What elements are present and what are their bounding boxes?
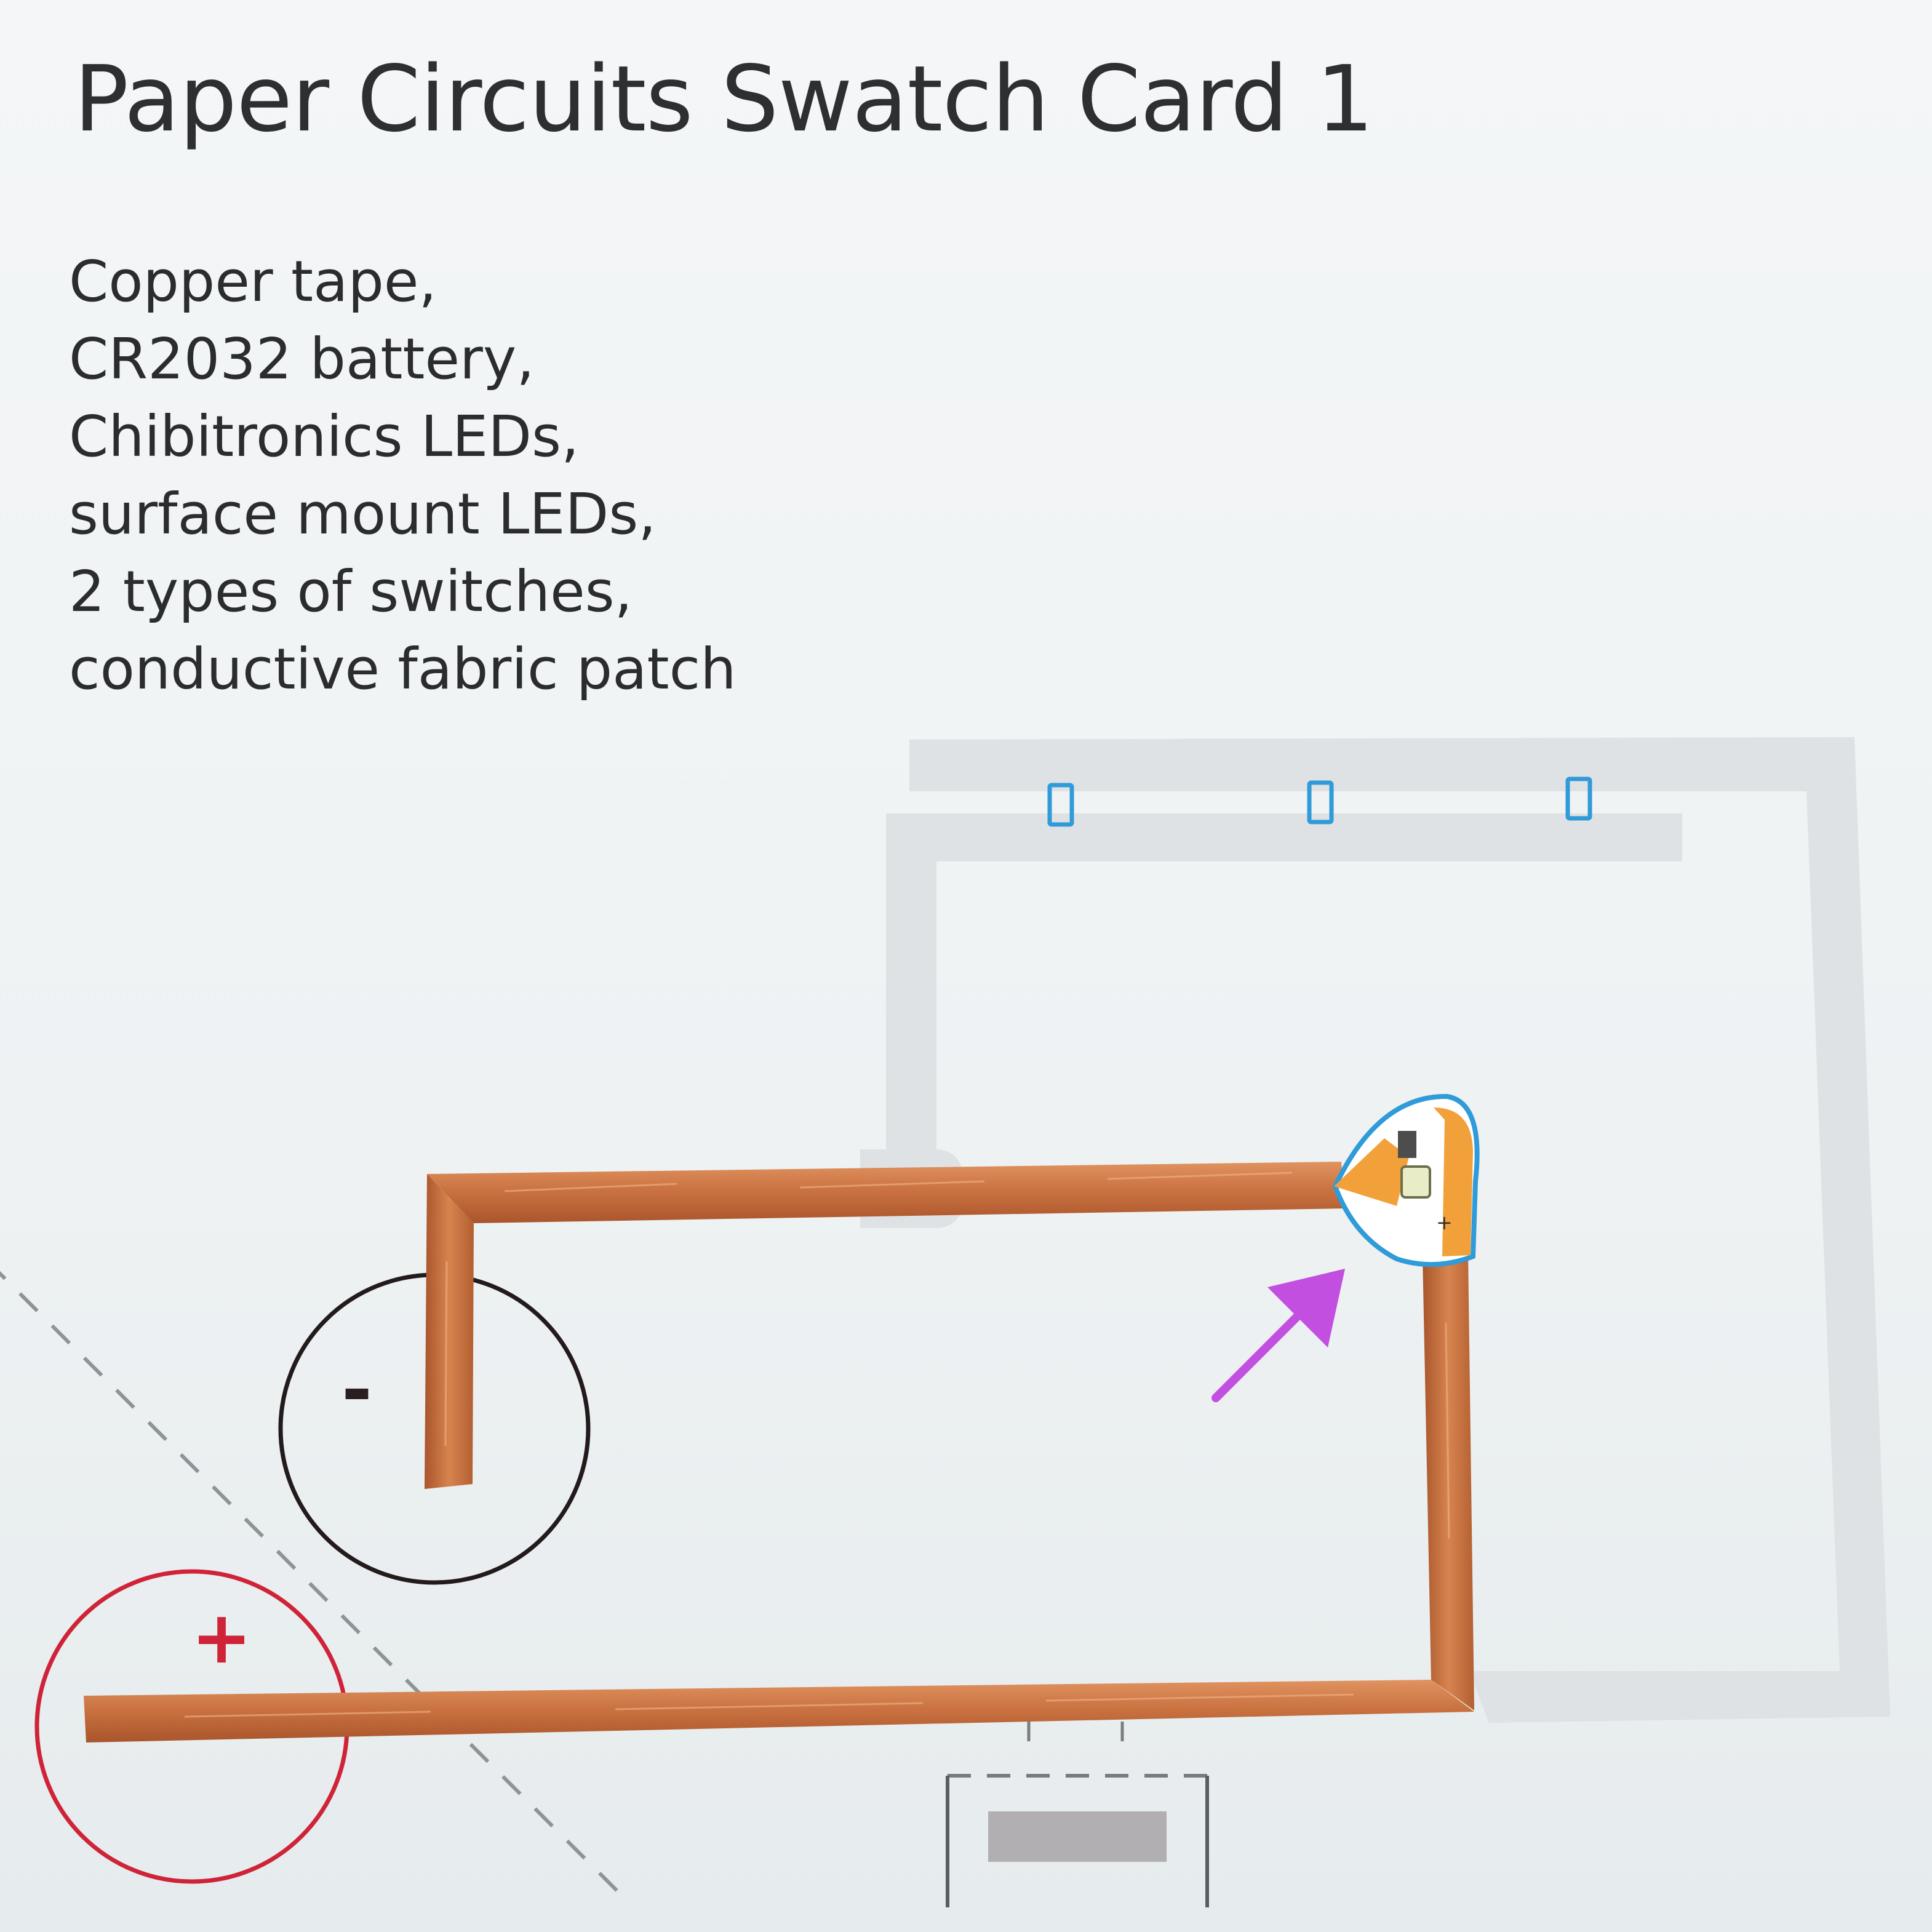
led-placement-mark (1565, 776, 1592, 821)
materials-item: surface mount LEDs, (69, 481, 657, 547)
materials-item: conductive fabric patch (69, 636, 736, 702)
copper-tape-bottom (84, 1680, 1474, 1742)
copper-tape-left (425, 1174, 474, 1489)
copper-tape-top (427, 1162, 1345, 1223)
led-sticker-pad-left (1334, 1138, 1409, 1206)
battery-positive-marker: + (34, 1569, 349, 1884)
materials-item: Chibitronics LEDs, (69, 404, 580, 469)
guide-trace-outer-right (1806, 737, 1890, 1717)
copper-wrinkle (184, 1693, 1354, 1718)
battery-negative-label: - (341, 1347, 372, 1433)
led-sticker-polarity: + (1436, 1211, 1453, 1234)
guide-trace-outer-top (909, 737, 1854, 791)
materials-item: 2 types of switches, (69, 559, 633, 625)
led-sticker-chip (1400, 1165, 1431, 1199)
guide-trace-outer-bottom (1469, 1671, 1890, 1723)
led-sticker-pad-right (1434, 1108, 1473, 1256)
pointer-arrow (1211, 1269, 1345, 1402)
led-placement-mark (1307, 780, 1334, 824)
led-sticker: + (1332, 1093, 1480, 1267)
materials-item: Copper tape, (69, 249, 437, 314)
copper-wrinkle (504, 1172, 1293, 1192)
card-title: Paper Circuits Swatch Card 1 (74, 46, 1374, 152)
guide-trace-inner-left (886, 813, 936, 1169)
materials-item: CR2032 battery, (69, 326, 535, 392)
copper-tape (84, 1162, 1474, 1742)
led-placement-mark (1047, 783, 1074, 827)
battery-positive-label: + (191, 1595, 252, 1680)
led-placement-marks (1047, 776, 1592, 827)
fold-line (0, 1271, 629, 1903)
materials-list: Copper tape, CR2032 battery, Chibitronic… (69, 243, 736, 708)
led-sticker-resistor (1398, 1131, 1416, 1158)
guide-trace-inner-top (886, 813, 1682, 861)
switch-outline (946, 1722, 1209, 1907)
pointer-arrow-head (1267, 1269, 1345, 1347)
copper-wrinkle (444, 1261, 1450, 1539)
pointer-arrow-shaft (1211, 1299, 1315, 1402)
switch-pad (988, 1811, 1167, 1862)
